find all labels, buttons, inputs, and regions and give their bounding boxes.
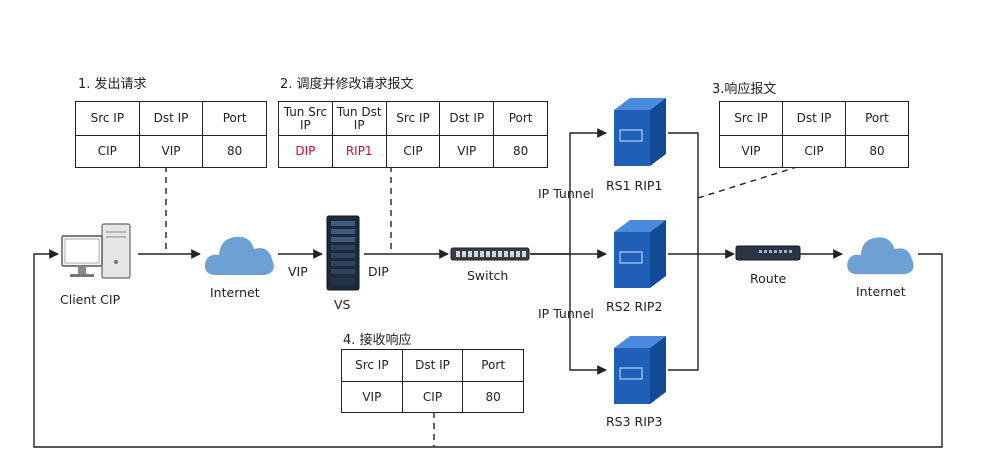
router-icon — [735, 245, 801, 261]
vip-label: VIP — [288, 264, 308, 279]
rs2-label: RS2 RIP2 — [606, 299, 663, 314]
value-cell: 80 — [493, 135, 548, 168]
header-cell: Port — [845, 101, 909, 136]
network-switch-icon — [450, 247, 530, 261]
step4-title: 4. 接收响应 — [343, 333, 412, 348]
header-cell: Port — [493, 101, 548, 136]
internet-right-label: Internet — [856, 284, 906, 299]
step2-packet-table: Tun Src IP Tun Dst IP Src IP Dst IP Port… — [278, 101, 548, 168]
value-cell: CIP — [401, 381, 464, 413]
value-cell: 80 — [462, 381, 524, 413]
client-label: Client CIP — [60, 292, 121, 307]
header-cell: Dst IP — [439, 101, 495, 136]
tunnel-bottom-label: IP Tunnel — [538, 306, 594, 321]
header-cell: Port — [462, 349, 524, 382]
value-cell: 80 — [845, 135, 909, 168]
value-cell: VIP — [341, 381, 403, 413]
header-cell: Src IP — [385, 101, 441, 136]
value-cell: CIP — [385, 135, 441, 168]
step4-packet-table: Src IP Dst IP Port VIP CIP 80 — [341, 349, 524, 413]
tunnel-top-label: IP Tunnel — [538, 186, 594, 201]
cloud-icon — [847, 237, 914, 275]
rs3-label: RS3 RIP3 — [606, 414, 663, 429]
switch-label: Switch — [467, 268, 509, 283]
value-cell: VIP — [439, 135, 495, 168]
step3-packet-table: Src IP Dst IP Port VIP CIP 80 — [719, 101, 909, 168]
header-cell: Tun Dst IP — [331, 101, 387, 136]
step1-title: 1. 发出请求 — [78, 77, 147, 92]
value-cell: VIP — [138, 135, 204, 168]
server-icon — [614, 336, 666, 404]
value-cell: VIP — [719, 135, 783, 168]
value-cell: CIP — [75, 135, 140, 168]
header-cell: Src IP — [341, 349, 403, 382]
value-cell: 80 — [202, 135, 267, 168]
header-cell: Src IP — [719, 101, 783, 136]
edge-switch-rs3 — [569, 254, 607, 375]
edge-rs3-route — [668, 254, 699, 371]
rs1-label: RS1 RIP1 — [606, 178, 663, 193]
edge-return-loop — [33, 249, 943, 448]
value-cell-highlight: RIP1 — [331, 135, 387, 168]
header-cell: Dst IP — [782, 101, 846, 136]
server-rack-icon — [326, 215, 360, 291]
vs-label: VS — [334, 297, 351, 312]
header-cell: Tun Src IP — [278, 101, 333, 136]
value-cell: CIP — [782, 135, 846, 168]
cloud-icon — [204, 236, 274, 275]
step3-title: 3.响应报文 — [712, 82, 777, 97]
step1-packet-table: Src IP Dst IP Port CIP VIP 80 — [75, 101, 267, 168]
client-computer-icon — [61, 223, 131, 279]
header-cell: Src IP — [75, 101, 140, 136]
step2-title: 2. 调度并修改请求报文 — [280, 77, 414, 92]
server-icon — [614, 98, 666, 166]
dip-label: DIP — [368, 264, 389, 279]
internet-left-label: Internet — [210, 285, 260, 300]
value-cell-highlight: DIP — [278, 135, 333, 168]
header-cell: Dst IP — [138, 101, 204, 136]
header-cell: Port — [202, 101, 267, 136]
route-label: Route — [750, 271, 787, 286]
server-icon — [614, 220, 666, 288]
edge-rs1-route — [668, 132, 699, 254]
dash-step3 — [697, 165, 801, 199]
header-cell: Dst IP — [401, 349, 464, 382]
